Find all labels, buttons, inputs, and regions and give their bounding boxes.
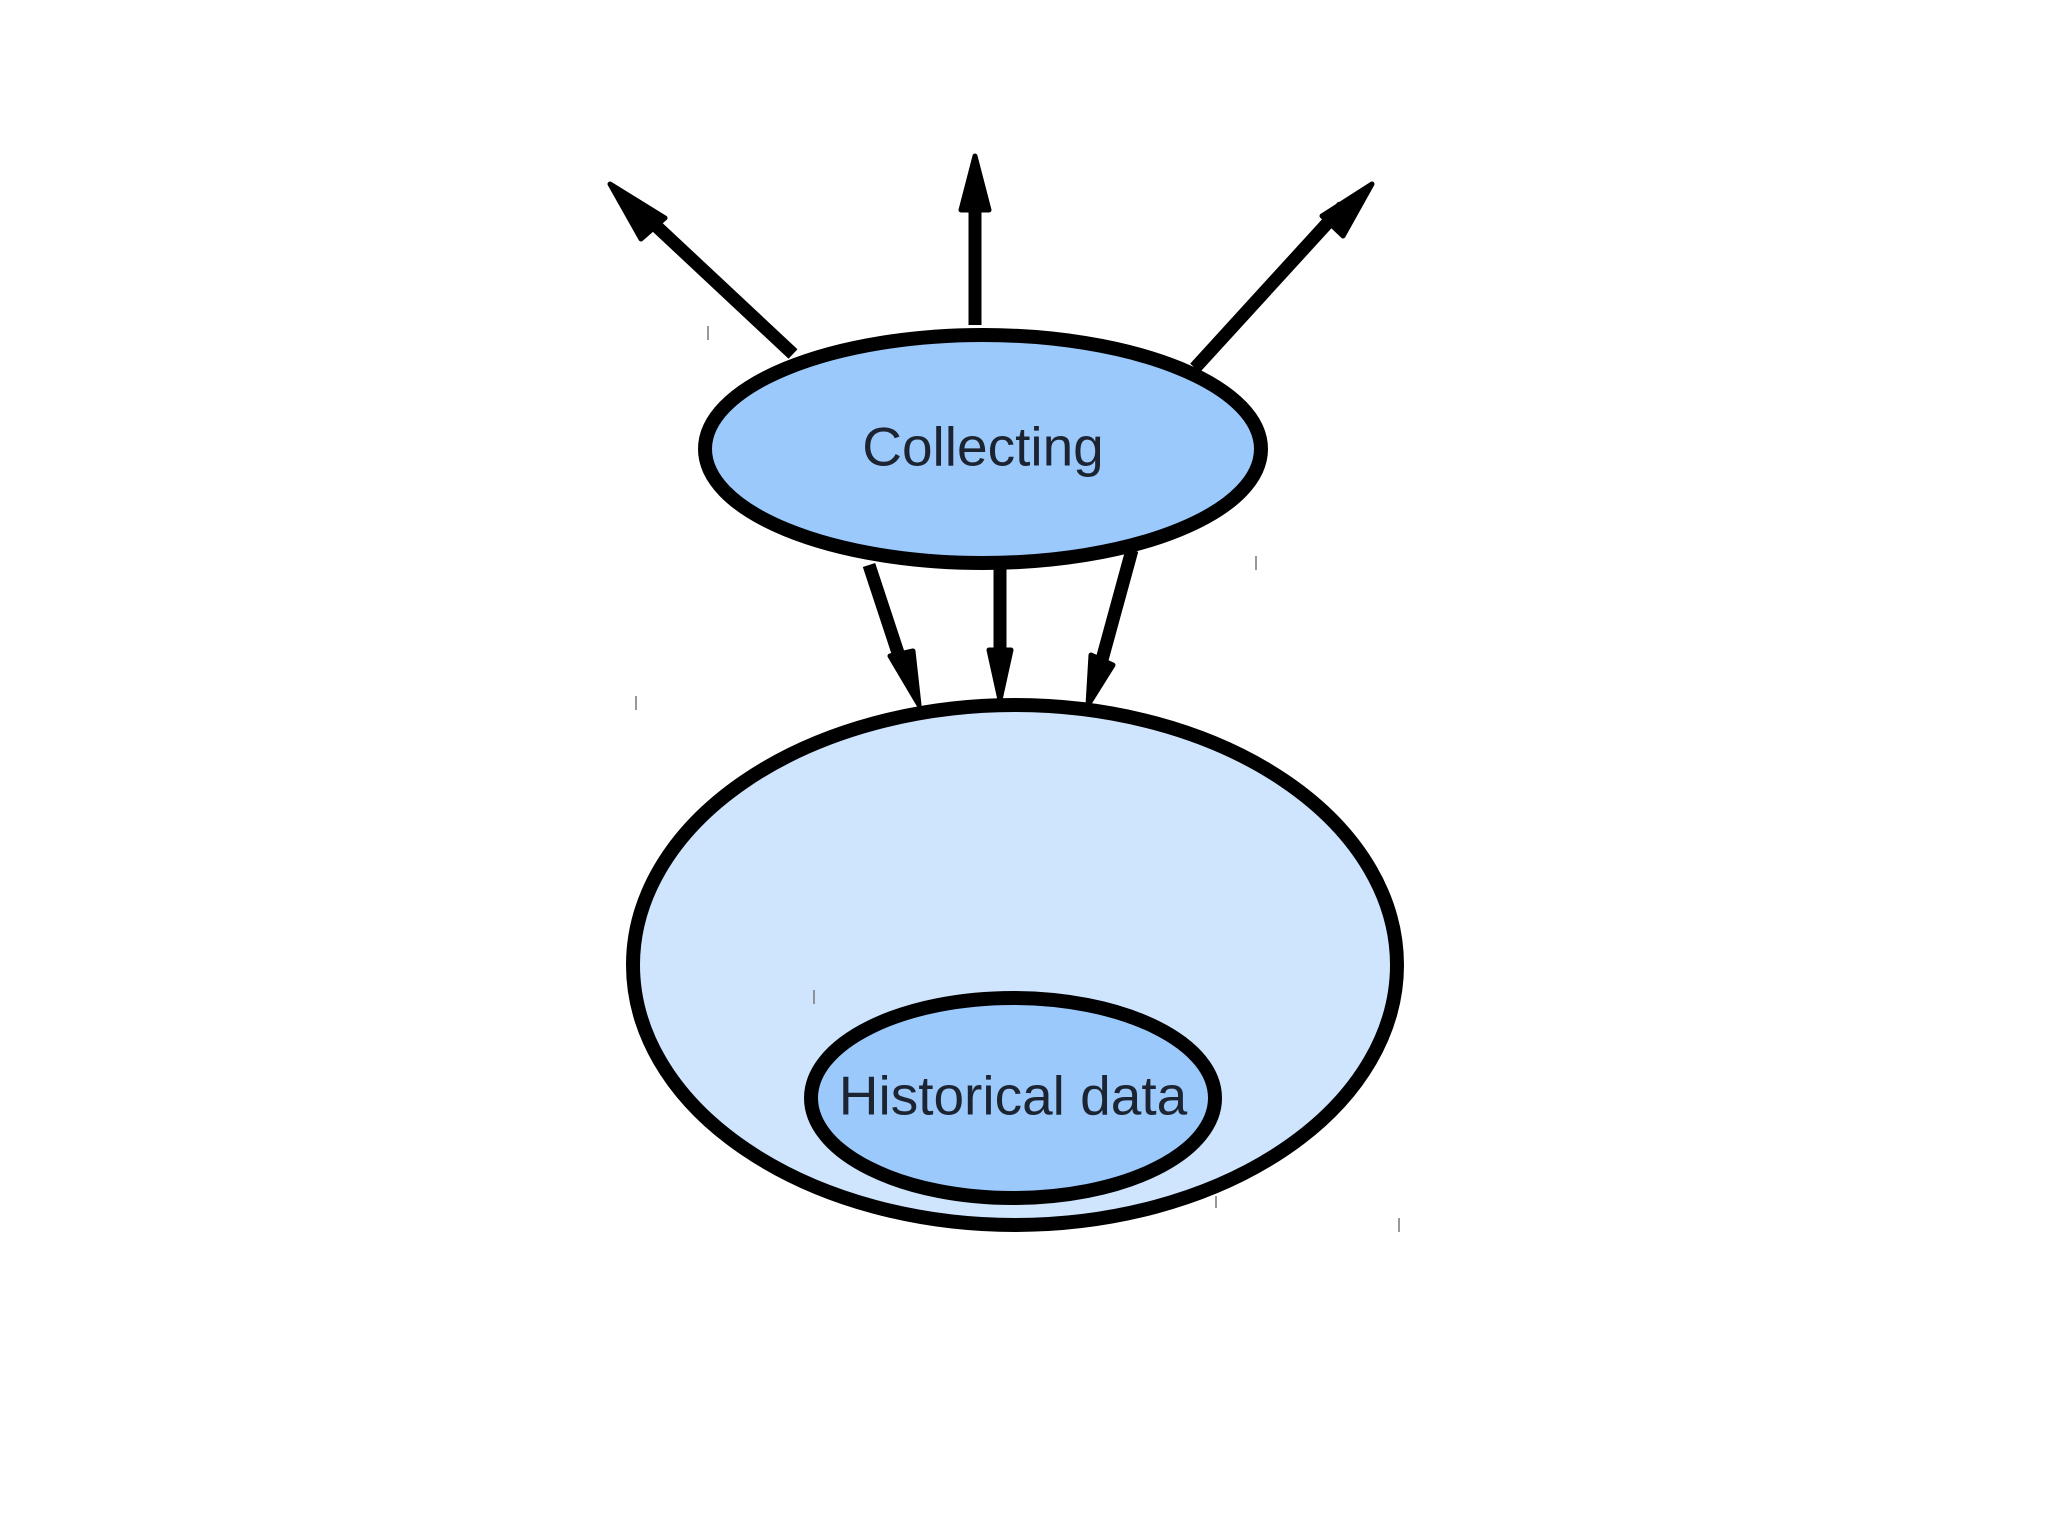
outgoing-arrow-up-right [1190, 181, 1375, 373]
historical-data-label: Historical data [839, 1065, 1188, 1127]
outgoing-arrow-up-left [607, 181, 798, 359]
outgoing-arrow-up [958, 153, 992, 325]
tick-marks [635, 326, 1400, 1232]
historical-data-node: Historical data [804, 991, 1222, 1205]
incoming-arrow-left [862, 562, 922, 708]
collecting-node: Collecting [698, 328, 1268, 570]
collecting-label: Collecting [862, 416, 1104, 478]
incoming-arrow-right [1085, 548, 1139, 708]
incoming-arrow-center [986, 567, 1014, 703]
